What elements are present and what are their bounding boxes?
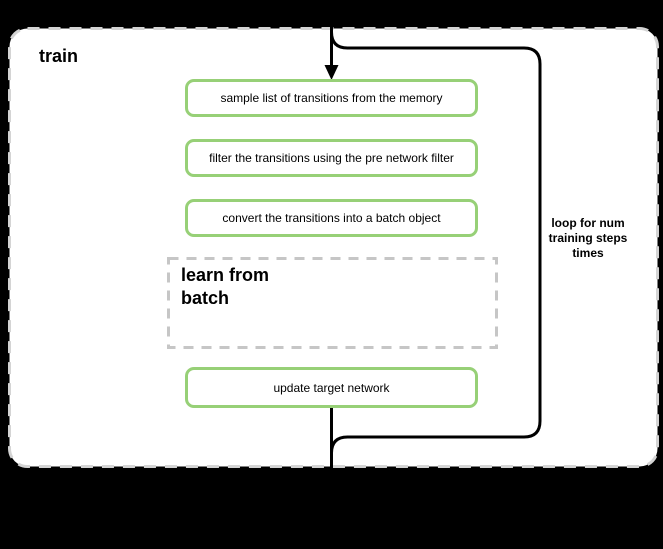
train-frame bbox=[8, 27, 659, 468]
node-label: update target network bbox=[273, 380, 390, 395]
learn-from-batch-label: learn from batch bbox=[181, 265, 270, 308]
node-label: convert the transitions into a batch obj… bbox=[222, 211, 441, 225]
node-update-target-network: update target network bbox=[185, 367, 478, 408]
entry-arrowhead-icon bbox=[324, 65, 339, 80]
loop-annotation: loop for num training steps times bbox=[548, 216, 628, 260]
node-label: sample list of transitions from the memo… bbox=[220, 91, 443, 105]
node-convert-to-batch: convert the transitions into a batch obj… bbox=[185, 199, 478, 237]
train-frame-title: train bbox=[39, 46, 79, 66]
node-sample-transitions: sample list of transitions from the memo… bbox=[185, 79, 478, 117]
learn-from-batch-box bbox=[167, 257, 498, 349]
loop-boundary bbox=[330, 31, 542, 500]
node-filter-transitions: filter the transitions using the pre net… bbox=[185, 139, 478, 177]
node-label: filter the transitions using the pre net… bbox=[209, 151, 454, 165]
